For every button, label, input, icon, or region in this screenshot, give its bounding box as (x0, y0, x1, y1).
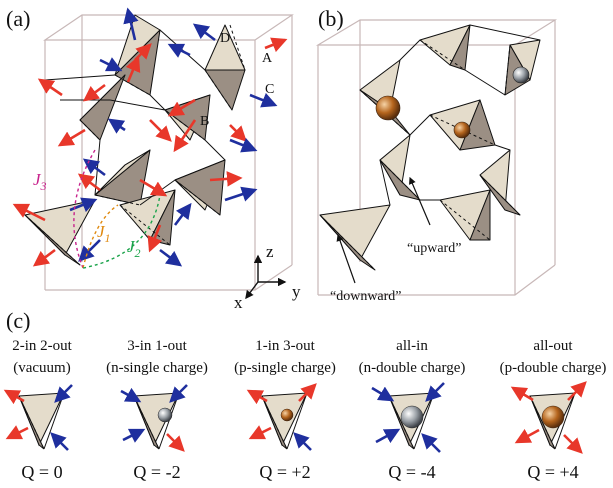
vertex-label-c: C (265, 82, 274, 97)
panel-a-label: (a) (6, 6, 30, 31)
axes-indicator: z y x (234, 242, 301, 312)
config-4-tetrahedron (510, 381, 587, 454)
panel-b-dashed-bonds (319, 39, 521, 271)
x-axis-arrow (245, 281, 259, 300)
config-1-monopole (157, 407, 173, 423)
config-4-monopole (541, 405, 565, 429)
downward-arrow (336, 233, 356, 284)
panel-a: (a) (6, 6, 294, 291)
monopole-silver (512, 66, 530, 84)
config-2-monopole (280, 408, 294, 422)
panel-b-tetrahedra (319, 24, 541, 271)
panel-b-label: (b) (318, 6, 344, 31)
y-axis-label: y (292, 282, 301, 301)
config-4-subtitle: (p-double charge) (500, 360, 607, 376)
config-4-charge: Q = +4 (527, 462, 578, 482)
monopole-large-bronze (375, 95, 401, 121)
upward-label: “upward” (407, 241, 461, 256)
config-titles: 2-in 2-out 3-in 1-out 1-in 3-out all-in … (12, 338, 573, 354)
config-1-title: 3-in 1-out (127, 338, 187, 354)
panel-c: (c) 2-in 2-out 3-in 1-out 1-in 3-out all… (3, 308, 606, 482)
config-2-charge: Q = +2 (259, 462, 310, 482)
coupling-j1-label: J1 (97, 222, 111, 245)
config-1-subtitle: (n-single charge) (106, 360, 208, 376)
panel-a-couplings (73, 149, 161, 269)
downward-label: “downward” (330, 289, 402, 304)
vertex-label-b: B (200, 114, 209, 129)
panel-b-annotations: “upward” “downward” (330, 176, 461, 304)
coupling-j3-label: J3 (33, 170, 47, 193)
config-0-tetrahedron (3, 384, 73, 451)
config-0-subtitle: (vacuum) (13, 360, 70, 376)
config-0-title: 2-in 2-out (12, 338, 72, 354)
x-axis-label: x (234, 293, 243, 312)
panel-a-tetrahedra (24, 14, 246, 266)
config-3-subtitle: (n-double charge) (359, 360, 466, 376)
panel-a-vertex-labels: D A C B (200, 31, 274, 129)
z-axis-label: z (266, 242, 274, 261)
panel-a-dashed-bonds (24, 24, 246, 266)
config-1-tetrahedron (120, 384, 188, 452)
config-3-tetrahedron (371, 382, 445, 453)
config-2-title: 1-in 3-out (255, 338, 315, 354)
config-3-charge: Q = -4 (388, 462, 435, 482)
panel-a-spins (12, 7, 288, 267)
monopole-small-bronze (453, 121, 471, 139)
config-2-tetrahedron (246, 383, 317, 451)
upward-arrow (409, 176, 431, 226)
config-3-monopole (400, 405, 424, 429)
config-charges: Q = 0 Q = -2 Q = +2 Q = -4 Q = +4 (21, 462, 578, 482)
config-2-subtitle: (p-single charge) (234, 360, 336, 376)
config-0-charge: Q = 0 (21, 462, 62, 482)
panel-a-frame (43, 14, 294, 291)
config-4-title: all-out (533, 338, 573, 354)
config-1-charge: Q = -2 (133, 462, 180, 482)
panel-b: (b) “upward” “dow (315, 6, 558, 304)
config-subtitles: (vacuum) (n-single charge) (p-single cha… (13, 360, 606, 376)
panel-b-monopoles (375, 66, 530, 139)
vertex-label-d: D (220, 31, 230, 46)
config-3-title: all-in (396, 338, 428, 354)
coupling-j2-label: J2 (127, 237, 141, 260)
vertex-label-a: A (262, 51, 273, 66)
panel-a-coupling-labels: J3 J1 J2 (33, 170, 141, 260)
panel-c-label: (c) (6, 308, 30, 333)
